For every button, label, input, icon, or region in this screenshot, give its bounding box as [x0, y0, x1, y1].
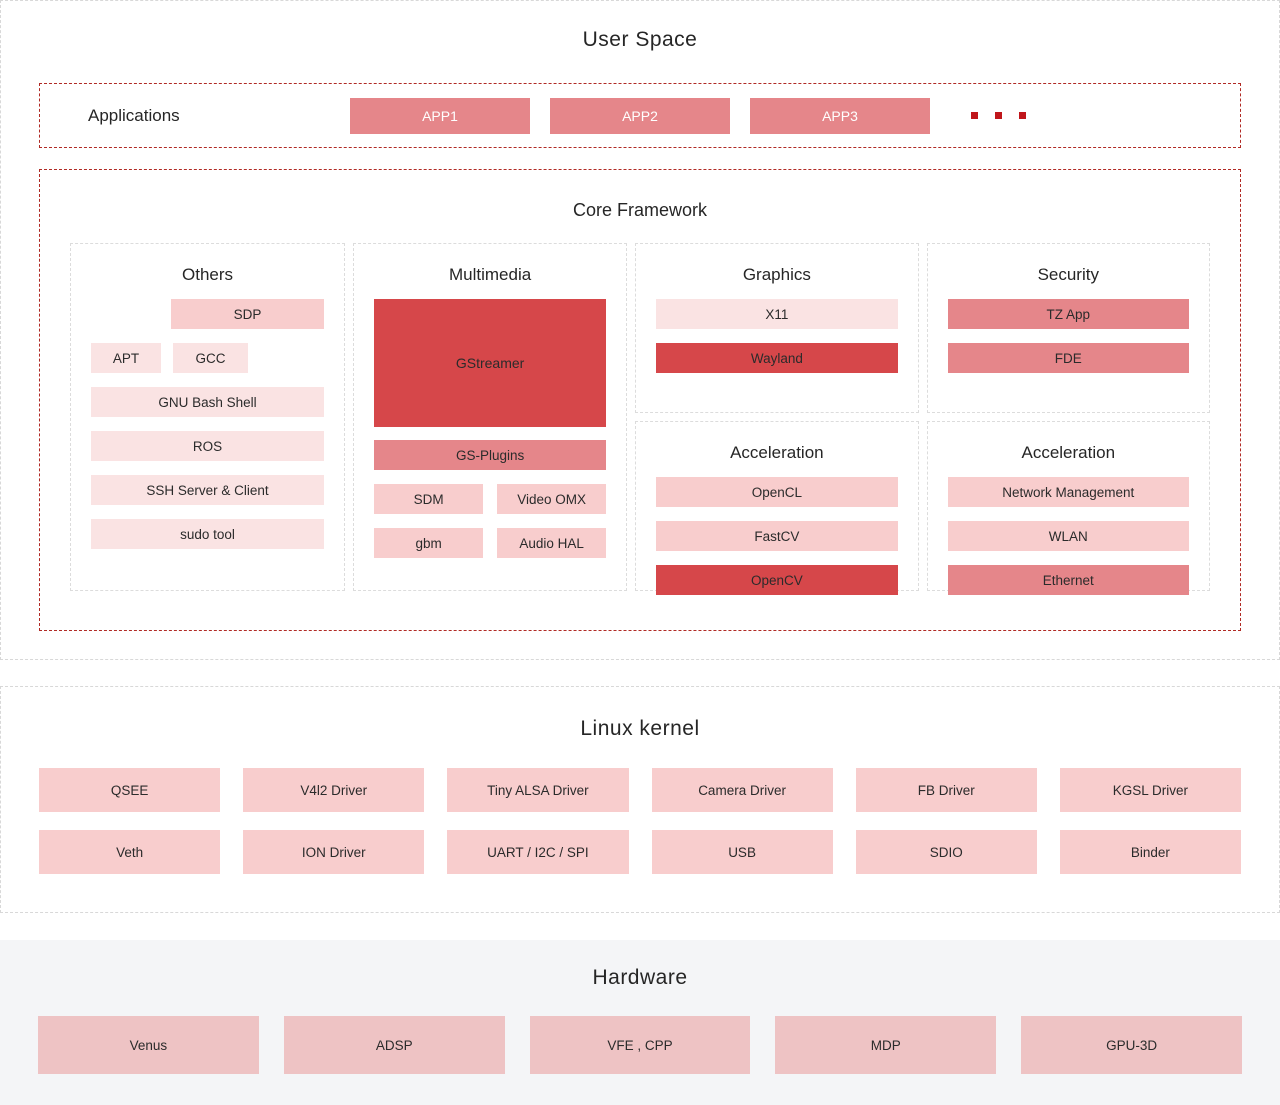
user-space-title: User Space: [582, 28, 698, 51]
hardware-box-gpu-3d[interactable]: GPU-3D: [1021, 1016, 1242, 1074]
hardware-box-mdp[interactable]: MDP: [775, 1016, 997, 1074]
chip-opencl[interactable]: OpenCL: [656, 477, 898, 507]
applications-label: Applications: [88, 105, 180, 125]
hardware-box-venus[interactable]: Venus: [38, 1016, 259, 1074]
core-framework-title: Core Framework: [572, 200, 708, 220]
chip-row-gbm-audiohal: gbm Audio HAL: [374, 528, 607, 558]
kernel-box-fb-driver[interactable]: FB Driver: [855, 768, 1037, 812]
kernel-box-binder[interactable]: Binder: [1059, 830, 1241, 874]
chip-gnu-bash-shell[interactable]: GNU Bash Shell: [91, 387, 325, 417]
chip-tz-app[interactable]: TZ App: [947, 299, 1189, 329]
kernel-box-camera-driver[interactable]: Camera Driver: [651, 768, 833, 812]
kernel-box-ion-driver[interactable]: ION Driver: [243, 830, 425, 874]
linux-kernel-section: Linux kernel QSEE V4l2 Driver Tiny ALSA …: [0, 686, 1280, 913]
applications-strip: Applications APP1 APP2 APP3: [39, 83, 1241, 148]
app-box-app3[interactable]: APP3: [750, 97, 930, 134]
chip-ethernet[interactable]: Ethernet: [947, 565, 1189, 595]
kernel-box-qsee[interactable]: QSEE: [39, 768, 221, 812]
chip-audio-hal[interactable]: Audio HAL: [497, 528, 607, 558]
chip-video-omx[interactable]: Video OMX: [497, 484, 607, 514]
kernel-box-veth[interactable]: Veth: [39, 830, 221, 874]
chip-row-apt-gcc: APT GCC: [91, 343, 324, 373]
ellipsis-dot-icon: [971, 112, 978, 119]
panel-acceleration-compute: Acceleration OpenCL FastCV OpenCV: [635, 421, 919, 595]
kernel-box-sdio[interactable]: SDIO: [855, 830, 1037, 874]
linux-kernel-title: Linux kernel: [580, 717, 700, 740]
ellipsis-dot-icon: [1019, 112, 1026, 119]
kernel-box-uart-i2c-spi[interactable]: UART / I2C / SPI: [447, 830, 629, 874]
kernel-box-kgsl-driver[interactable]: KGSL Driver: [1059, 768, 1241, 812]
column-security-network: Security TZ App FDE Acceleration Network…: [926, 243, 1210, 595]
chip-gs-plugins[interactable]: GS-Plugins: [374, 440, 607, 470]
hardware-title: Hardware: [592, 966, 688, 989]
hardware-grid: Venus ADSP VFE , CPP MDP GPU-3D: [38, 1016, 1242, 1074]
chip-gbm[interactable]: gbm: [374, 528, 484, 558]
chip-wlan[interactable]: WLAN: [947, 521, 1189, 551]
applications-ellipsis: [971, 112, 1026, 119]
chip-ros[interactable]: ROS: [91, 431, 325, 461]
chip-gcc[interactable]: GCC: [173, 343, 248, 373]
chip-wayland[interactable]: Wayland: [656, 343, 898, 373]
panel-acceleration-compute-title: Acceleration: [730, 443, 824, 462]
panel-multimedia-title: Multimedia: [449, 265, 532, 284]
panel-graphics: Graphics X11 Wayland: [635, 243, 919, 413]
kernel-box-usb[interactable]: USB: [651, 830, 833, 874]
chip-gstreamer[interactable]: GStreamer: [374, 299, 607, 427]
panel-acceleration-network-title: Acceleration: [1021, 443, 1116, 462]
chip-fastcv[interactable]: FastCV: [656, 521, 898, 551]
panel-security: Security TZ App FDE: [926, 243, 1210, 413]
panel-others-title: Others: [182, 265, 234, 284]
chip-network-management[interactable]: Network Management: [947, 477, 1189, 507]
ellipsis-dot-icon: [995, 112, 1002, 119]
chip-apt[interactable]: APT: [91, 343, 161, 373]
chip-sdp[interactable]: SDP: [171, 299, 325, 329]
app-box-app2[interactable]: APP2: [550, 97, 730, 134]
hardware-section: Hardware Venus ADSP VFE , CPP MDP GPU-3D: [0, 940, 1280, 1105]
chip-fde[interactable]: FDE: [947, 343, 1189, 373]
panel-acceleration-network: Acceleration Network Management WLAN Eth…: [926, 421, 1210, 595]
chip-opencv[interactable]: OpenCV: [656, 565, 898, 595]
panel-others: Others SDP APT GCC GNU Bash Shell ROS SS…: [70, 243, 346, 591]
hardware-box-adsp[interactable]: ADSP: [283, 1016, 505, 1074]
chip-row-sdm-videoomx: SDM Video OMX: [374, 484, 607, 514]
chip-sdm[interactable]: SDM: [374, 484, 484, 514]
kernel-box-v4l2-driver[interactable]: V4l2 Driver: [243, 768, 425, 812]
hardware-box-vfe-cpp[interactable]: VFE , CPP: [529, 1016, 751, 1074]
kernel-box-tiny-alsa-driver[interactable]: Tiny ALSA Driver: [447, 768, 629, 812]
panel-security-title: Security: [1037, 265, 1099, 284]
panel-graphics-title: Graphics: [742, 265, 811, 284]
chip-x11[interactable]: X11: [656, 299, 898, 329]
app-box-app1[interactable]: APP1: [350, 97, 530, 134]
core-framework-section: Core Framework Others SDP APT GCC GNU Ba…: [39, 169, 1241, 631]
panel-multimedia: Multimedia GStreamer GS-Plugins SDM Vide…: [353, 243, 628, 591]
chip-ssh-server-client[interactable]: SSH Server & Client: [91, 475, 325, 505]
column-graphics-acceleration: Graphics X11 Wayland Acceleration OpenCL…: [635, 243, 919, 595]
core-framework-grid: Others SDP APT GCC GNU Bash Shell ROS SS…: [70, 243, 1210, 595]
user-space-section: User Space Applications APP1 APP2 APP3 C…: [0, 0, 1280, 660]
linux-kernel-grid: QSEE V4l2 Driver Tiny ALSA Driver Camera…: [39, 768, 1241, 874]
chip-sudo-tool[interactable]: sudo tool: [91, 519, 325, 549]
